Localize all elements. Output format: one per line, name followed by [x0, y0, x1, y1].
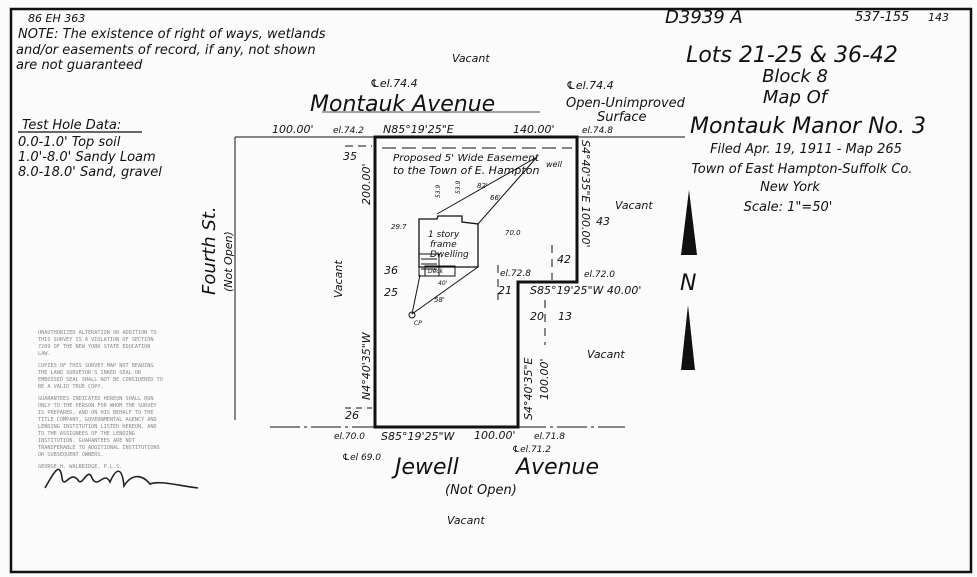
vacant-label: Vacant	[332, 260, 345, 298]
vacant-label: Vacant	[447, 514, 485, 527]
bearing-label: S4°40'35"E	[522, 357, 535, 420]
surveyor-signature	[44, 468, 199, 489]
elevation-label: el.71.8	[534, 432, 565, 442]
elevation-label: el.72.0	[584, 270, 615, 280]
note-line: NOTE: The existence of right of ways, we…	[18, 27, 326, 42]
certification-paragraph: GUARANTEES INDICATED HEREON SHALL RUN ON…	[38, 396, 160, 458]
note-line: and/or easements of record, if any, not …	[16, 43, 316, 58]
block-label: Block 8	[762, 66, 828, 87]
spot-elevation: 53.9	[455, 180, 462, 194]
distance-label: 40'	[438, 280, 448, 287]
scale-label: Scale: 1"=50'	[744, 200, 833, 215]
map-of-label: Map Of	[763, 87, 830, 108]
elevation-label: el.74.8	[582, 126, 613, 136]
north-arrow-icon: N	[680, 190, 697, 370]
distance-label: 82'	[477, 182, 488, 190]
map-border	[9, 7, 973, 574]
filed-label: Filed Apr. 19, 1911 - Map 265	[710, 142, 902, 157]
test-hole-row: 1.0'-8.0' Sandy Loam	[18, 150, 156, 165]
spot-elevation: 53.9	[435, 184, 442, 198]
lot-number: 35	[343, 150, 357, 163]
town-label: Town of East Hampton-Suffolk Co.	[691, 162, 912, 177]
lot-number: 42	[557, 253, 571, 266]
bearing-label: N85°19'25"E	[383, 123, 454, 136]
lot-number: 21	[498, 284, 512, 297]
elevation-label: el.72.8	[500, 269, 531, 279]
dwelling-label: 1 story	[428, 230, 460, 240]
title-block: Lots 21-25 & 36-42 Block 8 Map Of Montau…	[686, 43, 926, 215]
note-line: are not guaranteed	[16, 58, 143, 73]
lot-number: 26	[345, 409, 359, 422]
file-number: 86 EH 363	[28, 12, 85, 25]
elevation-label: ℄el 69.0	[342, 453, 381, 463]
surveyor-name: GEORGE H. WALBRIDGE, P.L.S.	[38, 464, 123, 470]
lot-number: 13	[558, 310, 572, 323]
elevation-label: el.70.0	[334, 432, 365, 442]
test-hole-row: 8.0-18.0' Sand, gravel	[18, 165, 162, 180]
test-hole-row: 0.0-1.0' Top soil	[18, 135, 121, 150]
subdivision-name: Montauk Manor No. 3	[690, 114, 926, 139]
dwelling-label: Dwelling	[430, 250, 469, 260]
north-label: N	[680, 271, 696, 296]
note: NOTE: The existence of right of ways, we…	[16, 27, 326, 73]
lot-boundary	[373, 135, 579, 429]
lot-number: 43	[596, 215, 610, 228]
certification-paragraph: UNAUTHORIZED ALTERATION OR ADDITION TO T…	[38, 330, 157, 357]
distance-label: 200.00'	[360, 163, 373, 205]
street-note: (Not Open)	[222, 231, 235, 292]
elevation-label: ℄el.74.4	[370, 77, 418, 90]
jewell-avenue-label: Avenue	[514, 455, 599, 480]
vacant-label: Vacant	[452, 52, 490, 65]
distance-label: 58'	[434, 296, 445, 304]
distance-label: 140.00'	[513, 123, 555, 136]
elevation-label: ℄el.71.2	[512, 445, 551, 455]
distance-label: 100.00'	[272, 123, 314, 136]
vacant-label: Vacant	[615, 199, 653, 212]
street-note: Open-Unimproved	[566, 96, 686, 111]
state-label: New York	[760, 180, 820, 195]
reference-number: 537-155	[855, 10, 909, 25]
spot-elevation: 70.0	[505, 229, 521, 237]
bearing-label: S85°19'25"W 40.00'	[530, 284, 641, 297]
distance-label: 100.00'	[474, 429, 516, 442]
bearing-label: S4°40'35"E 100.00'	[579, 140, 592, 248]
montauk-avenue-label: Montauk Avenue	[310, 92, 495, 117]
distance-label: 66'	[490, 194, 501, 202]
certification-paragraph: COPIES OF THIS SURVEY MAP NOT BEARING TH…	[38, 363, 163, 390]
deck-label: Deck	[428, 268, 444, 275]
drawing-number: D3939 A	[665, 7, 743, 28]
spot-elevation: 29.7	[391, 223, 407, 231]
test-hole-title: Test Hole Data:	[22, 118, 121, 133]
reference-suffix: 143	[928, 11, 949, 24]
lot-number: 36	[384, 264, 398, 277]
cesspool-label: CP	[414, 320, 422, 327]
dwelling-label: frame	[430, 240, 457, 250]
dwelling	[408, 156, 538, 319]
lots-label: Lots 21-25 & 36-42	[686, 43, 898, 68]
street-note: (Not Open)	[445, 483, 517, 498]
easement-label: to the Town of E. Hampton	[393, 164, 539, 177]
certification-block: UNAUTHORIZED ALTERATION OR ADDITION TO T…	[38, 330, 199, 489]
vacant-label: Vacant	[587, 348, 625, 361]
lot-number: 25	[384, 286, 398, 299]
lot-number: 20	[530, 310, 544, 323]
elevation-label: ℄el.74.4	[566, 79, 614, 92]
well-label: well	[546, 160, 563, 169]
distance-label: 100.00'	[538, 358, 551, 400]
street-note: Surface	[597, 110, 647, 125]
bearing-label: N4°40'35"W	[360, 331, 373, 400]
test-hole-data: Test Hole Data: 0.0-1.0' Top soil 1.0'-8…	[18, 118, 162, 180]
easement-label: Proposed 5' Wide Easement	[393, 153, 540, 164]
fourth-street-label: Fourth St.	[199, 206, 220, 295]
elevation-label: el.74.2	[333, 126, 364, 136]
bearing-label: S85°19'25"W	[381, 430, 456, 443]
jewell-avenue-label: Jewell	[391, 455, 459, 480]
